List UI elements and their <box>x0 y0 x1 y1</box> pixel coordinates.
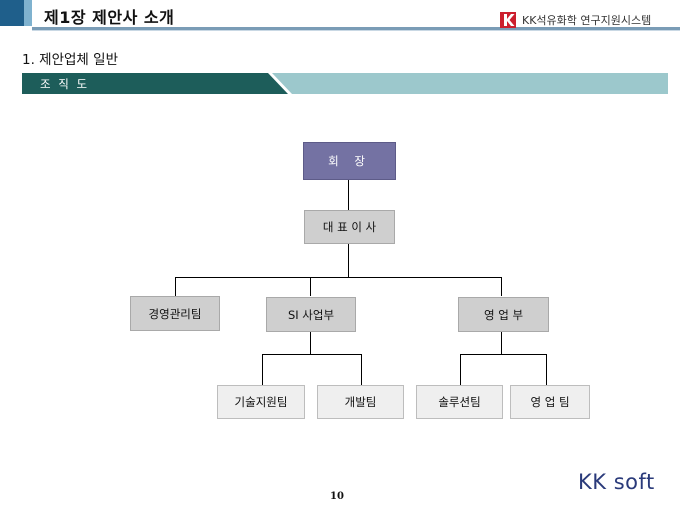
page-title: 제1장 제안사 소개 <box>44 8 175 27</box>
org-box-si-division: SI 사업부 <box>266 297 356 332</box>
connector <box>501 332 502 354</box>
connector <box>546 354 547 385</box>
connector <box>348 180 349 210</box>
org-box-solution-team: 솔루션팀 <box>416 385 503 419</box>
header-divider <box>32 27 680 30</box>
org-box-sales-division: 영 업 부 <box>458 297 549 332</box>
page-number: 10 <box>330 491 344 502</box>
connector <box>348 244 349 277</box>
connector <box>262 354 362 355</box>
footer-company: KK soft <box>578 470 655 494</box>
org-box-chairman: 회 장 <box>303 142 396 180</box>
connector <box>460 354 461 385</box>
connector <box>460 354 547 355</box>
connector <box>262 354 263 385</box>
org-box-ceo: 대 표 이 사 <box>304 210 395 244</box>
connector <box>175 277 176 296</box>
header-accent-block <box>0 0 24 26</box>
section-heading: 1. 제안업체 일반 <box>22 52 118 68</box>
org-box-tech-support-team: 기술지원팀 <box>217 385 305 419</box>
connector <box>310 277 311 296</box>
k-logo-icon <box>500 12 516 28</box>
brand-text: KK석유화학 연구지원시스템 <box>522 14 652 27</box>
connector <box>501 277 502 296</box>
section-ribbon <box>22 73 668 94</box>
ribbon-label: 조 직 도 <box>40 77 90 91</box>
connector <box>175 277 502 278</box>
brand: KK석유화학 연구지원시스템 <box>500 12 651 28</box>
org-box-management-team: 경영관리팀 <box>130 296 220 331</box>
header-accent-stripe <box>24 0 32 26</box>
org-box-development-team: 개발팀 <box>317 385 404 419</box>
org-box-sales-team: 영 업 팀 <box>510 385 590 419</box>
connector <box>361 354 362 385</box>
header-divider-shadow <box>32 30 680 31</box>
connector <box>310 332 311 354</box>
